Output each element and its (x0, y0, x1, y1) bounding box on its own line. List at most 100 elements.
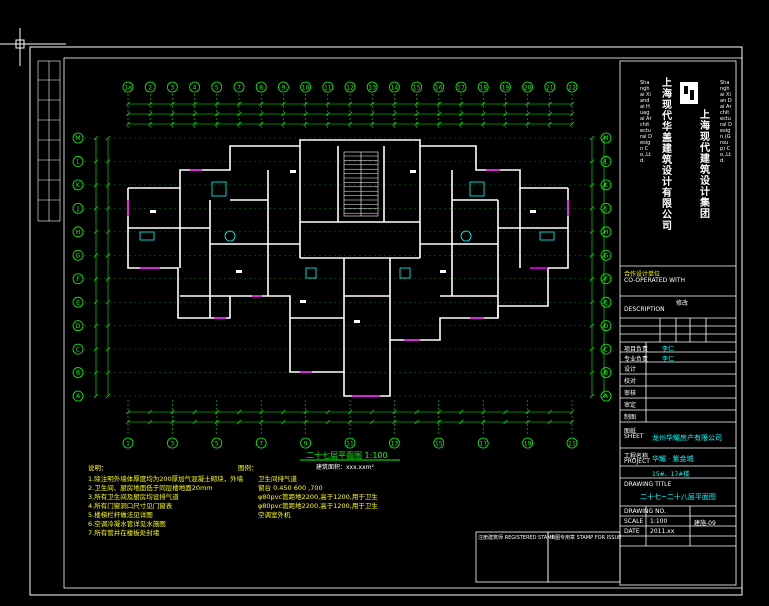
dimension-tick (458, 419, 464, 425)
dimension-tick (503, 419, 508, 425)
dimension-tick (392, 101, 397, 107)
dimension-tick (589, 393, 595, 399)
dimension-tick (369, 111, 375, 117)
axis-bubble (122, 437, 134, 449)
notes-line: 4.所有门窗洞口尺寸见门窗表 (88, 502, 173, 510)
axis-bubble (72, 249, 84, 261)
axis-bubble (600, 343, 612, 355)
axis-bubble (300, 437, 312, 449)
axis-bubble (344, 437, 356, 449)
dimension-tick (281, 409, 286, 415)
inner-frame (63, 57, 743, 589)
dimension-tick (503, 101, 508, 107)
dimension-tick (325, 409, 331, 415)
axis-label: 19 (524, 441, 532, 448)
axis-label: 22 (568, 85, 576, 92)
dimension-tick (547, 121, 553, 127)
dimension-tick (547, 111, 553, 117)
dimension-tick (258, 121, 264, 127)
cooperation-en: CO-OPERATED WITH (624, 277, 685, 284)
dimension-tick (93, 299, 99, 305)
group-name-en: Shanghai Xian Dai Architectural Design (… (720, 80, 732, 164)
dimension-tick (569, 419, 575, 425)
dimension-tick (303, 101, 308, 107)
axis-label: K (604, 182, 609, 189)
date-en: DATE (624, 528, 640, 535)
notes-line: 1.除注明外墙体厚度均为200厚加气混凝土砌块，外墙 (88, 475, 244, 483)
axis-bubble (522, 437, 533, 449)
dimension-tick (258, 409, 264, 415)
axis-bubble (72, 343, 84, 355)
dimension-tick (480, 419, 486, 425)
axis-label: 17 (457, 85, 465, 92)
dimension-tick (458, 111, 464, 117)
legend-line: φ80pvc管距地2200,高于1200,用于卫生 (258, 502, 378, 510)
dimension-tick (93, 206, 99, 211)
project-name: 华耀 · 紫金城 (652, 455, 694, 463)
dimension-tick (281, 419, 286, 425)
axis-bubble (72, 226, 84, 238)
dimension-tick (569, 121, 575, 127)
axis-bubble (600, 367, 612, 378)
dimension-tick (503, 121, 508, 127)
dimension-tick (105, 346, 111, 352)
dimension-tick (147, 101, 153, 107)
axis-bubble (255, 81, 267, 93)
revision-label: 修改 (676, 300, 689, 307)
drawing-no-en: DRAWING NO. (624, 508, 666, 515)
axis-bubble (211, 81, 223, 93)
dimension-tick (525, 121, 530, 127)
dimension-tick (236, 409, 242, 415)
dimension-tick (192, 419, 197, 425)
dimension-tick (589, 323, 595, 328)
dimension-tick (147, 409, 153, 415)
crosshair-cursor-icon (0, 28, 66, 66)
dimension-tick (125, 409, 131, 415)
dimension-tick (325, 419, 331, 425)
title-block-role: 审定 (624, 402, 637, 409)
axis-label: H (76, 229, 81, 236)
dimension-tick (369, 409, 375, 415)
axis-label: J (604, 206, 607, 213)
dimension-tick (214, 111, 220, 117)
dimension-tick (436, 121, 442, 127)
axis-bubble (600, 249, 612, 261)
axis-bubble (72, 179, 84, 191)
axis-label: D (76, 323, 81, 330)
dimension-tick (125, 101, 131, 107)
axis-bubble (544, 81, 556, 93)
dimension-tick (214, 121, 220, 127)
dimension-tick (93, 182, 99, 188)
dimension-tick (601, 253, 607, 258)
axis-bubble (72, 156, 84, 167)
dimension-tick (589, 135, 595, 141)
axis-bubble (522, 81, 533, 93)
dimension-tick (601, 182, 607, 188)
axis-label: 9 (304, 441, 308, 448)
dimension-tick (458, 101, 464, 107)
dimension-tick (105, 135, 111, 141)
plan-title: 二十七层平面图 1:100 (306, 451, 388, 460)
dimension-tick (589, 370, 595, 375)
axis-bubble (600, 273, 612, 285)
title-block-role: 校对 (624, 378, 637, 385)
axis-bubble (477, 437, 489, 449)
stamp-label-issue: 出图专用章 STAMP FOR ISSUE (550, 535, 622, 541)
axis-label: 7 (237, 85, 241, 92)
dimension-tick (214, 409, 220, 415)
axis-label: B (76, 370, 80, 377)
dimension-tick (93, 229, 99, 235)
axis-label: 1a (124, 85, 132, 92)
title-block-signature: 李仁 (662, 356, 675, 363)
dimension-tick (281, 121, 286, 127)
dimension-tick (214, 101, 220, 107)
axis-label: E (76, 299, 80, 306)
dimension-tick (601, 323, 607, 328)
dimension-ticks (93, 101, 607, 425)
title-block-role: 项目负责 (624, 346, 649, 353)
dimension-tick (303, 409, 308, 415)
dimension-tick (93, 346, 99, 352)
notes-line: 5.楼梯栏杆做法见详图 (88, 511, 153, 519)
legend-line: 窗台 0.450 600 ,700 (258, 484, 323, 492)
